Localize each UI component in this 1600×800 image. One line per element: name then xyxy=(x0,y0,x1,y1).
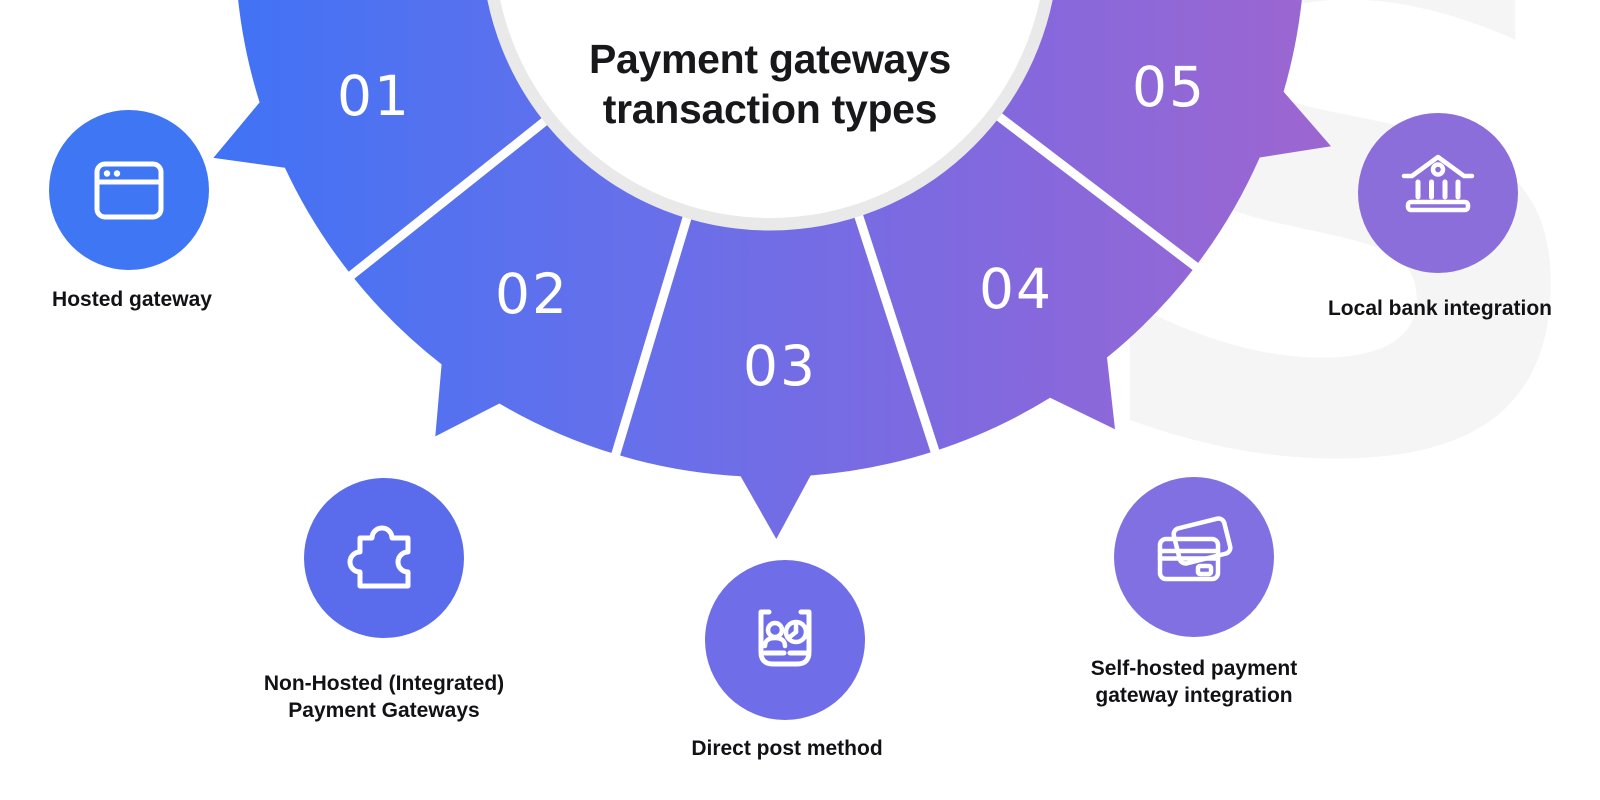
page-title-line-2: transaction types xyxy=(602,86,938,132)
label-direct-post-line-1: Direct post method xyxy=(691,737,883,760)
center-ring xyxy=(487,0,1053,231)
separator-01-02 xyxy=(347,115,551,281)
segment-04-wedge xyxy=(857,114,1196,451)
segment-01-wedge xyxy=(213,0,548,276)
credit-cards-icon xyxy=(1157,516,1233,582)
bank-icon xyxy=(1401,154,1475,213)
segment-02-wedge xyxy=(351,118,689,455)
non-hosted-circle xyxy=(304,478,464,638)
hosted-gateway-circle xyxy=(49,110,209,270)
label-local-bank-line-1: Local bank integration xyxy=(1327,297,1553,320)
label-self-hosted-line-2: gateway integration xyxy=(1095,684,1293,707)
segment-05-wedge xyxy=(995,0,1331,267)
segment-01-number: 01 xyxy=(337,64,411,128)
separator-03-04 xyxy=(853,210,940,455)
segment-03-wedge xyxy=(615,212,935,539)
local-bank-badge xyxy=(1358,113,1518,273)
local-bank-circle xyxy=(1358,113,1518,273)
label-direct-post: Direct post method xyxy=(637,735,937,762)
label-non-hosted: Non-Hosted (Integrated) Payment Gateways xyxy=(234,670,534,724)
direct-post-badge xyxy=(705,560,865,720)
label-self-hosted-line-1: Self-hosted payment xyxy=(1090,657,1298,680)
self-hosted-badge xyxy=(1114,477,1274,637)
label-self-hosted: Self-hosted payment gateway integration xyxy=(1044,655,1344,709)
segment-04-number: 04 xyxy=(979,257,1053,321)
segment-02-number: 02 xyxy=(495,262,569,326)
puzzle-piece-icon xyxy=(347,525,411,589)
browser-window-icon xyxy=(94,161,164,220)
id-card-chart-icon xyxy=(758,609,812,667)
label-hosted-gateway-line-1: Hosted gateway xyxy=(52,288,212,311)
non-hosted-badge xyxy=(304,478,464,638)
label-local-bank: Local bank integration xyxy=(1280,295,1600,322)
label-hosted-gateway: Hosted gateway xyxy=(0,286,282,313)
hosted-gateway-badge xyxy=(49,110,209,270)
page-title: Payment gateways transaction types xyxy=(470,34,1070,134)
label-non-hosted-line-1: Non-Hosted (Integrated) xyxy=(263,672,505,695)
separator-02-03 xyxy=(610,212,693,458)
segment-05-number: 05 xyxy=(1132,55,1206,119)
separator-04-05 xyxy=(993,110,1200,272)
segment-03-number: 03 xyxy=(743,334,817,398)
label-non-hosted-line-2: Payment Gateways xyxy=(288,699,480,722)
page-title-line-1: Payment gateways xyxy=(588,36,952,82)
center-circle xyxy=(500,0,1040,218)
